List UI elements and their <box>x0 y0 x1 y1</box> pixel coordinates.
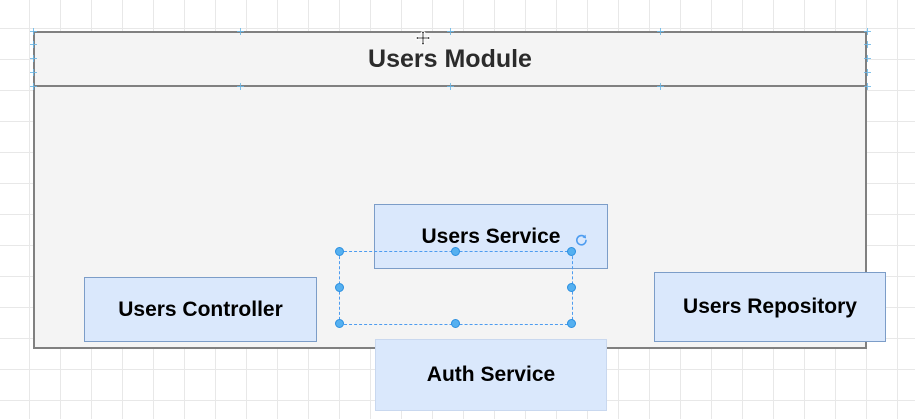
connection-point-icon[interactable] <box>863 40 871 48</box>
connection-point-icon[interactable] <box>29 40 37 48</box>
node-label: Users Repository <box>683 295 857 319</box>
node-users-service[interactable]: Users Service <box>374 204 608 269</box>
container-title[interactable]: Users Module <box>35 33 865 87</box>
connection-point-icon[interactable] <box>656 82 664 90</box>
container-users-module[interactable]: Users Module Users Service Users Control… <box>33 31 886 411</box>
container-body[interactable]: Users Service Users Controller Users Rep… <box>35 87 886 411</box>
connection-point-icon[interactable] <box>863 27 871 35</box>
connection-point-icon[interactable] <box>236 27 244 35</box>
connection-point-icon[interactable] <box>29 27 37 35</box>
node-label: Users Controller <box>118 297 283 321</box>
node-auth-service[interactable]: Auth Service <box>375 339 607 411</box>
connection-point-icon[interactable] <box>29 82 37 90</box>
connection-point-icon[interactable] <box>863 68 871 76</box>
node-users-controller[interactable]: Users Controller <box>84 277 317 342</box>
connection-point-icon[interactable] <box>446 82 454 90</box>
connection-point-icon[interactable] <box>656 27 664 35</box>
connection-point-icon[interactable] <box>29 68 37 76</box>
node-label: Users Service <box>421 224 561 248</box>
node-label: Auth Service <box>426 363 556 387</box>
connection-point-icon[interactable] <box>446 27 454 35</box>
connection-point-icon[interactable] <box>29 54 37 62</box>
connection-point-icon[interactable] <box>236 82 244 90</box>
node-users-repository[interactable]: Users Repository <box>654 272 886 342</box>
connection-point-icon[interactable] <box>863 82 871 90</box>
connection-point-icon[interactable] <box>863 54 871 62</box>
